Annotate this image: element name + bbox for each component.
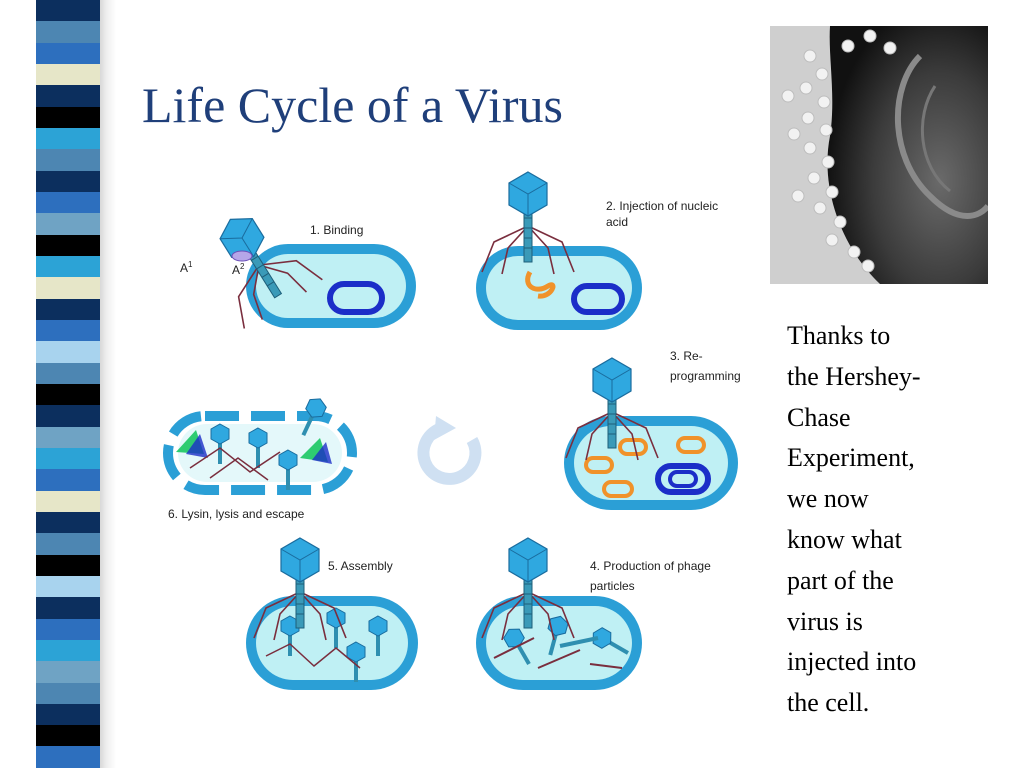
stripe-segment	[36, 618, 100, 640]
stripe-segment	[36, 21, 100, 43]
stripe-segment	[36, 746, 100, 768]
stripe-segment	[36, 725, 100, 747]
caption-line: the cell.	[787, 688, 870, 718]
stripe-segment	[36, 63, 100, 86]
stripe-segment	[36, 127, 100, 150]
stripe-segment	[36, 0, 100, 22]
electron-micrograph-image	[770, 26, 988, 284]
caption-line: part of the	[787, 565, 894, 595]
stripe-segment	[36, 554, 100, 576]
stripe-segment	[36, 447, 100, 470]
stripe-segment	[36, 639, 100, 662]
step1-label: 1. Binding	[310, 223, 363, 237]
stripe-segment	[36, 362, 100, 384]
stripe-segment	[36, 234, 100, 256]
caption-line: injected into	[787, 647, 917, 677]
stripe-segment	[36, 469, 100, 491]
stripe-segment	[36, 213, 100, 235]
stripe-segment	[36, 277, 100, 299]
caption-line: we now	[787, 484, 869, 514]
stripe-segment	[36, 255, 100, 278]
stripe-segment	[36, 490, 100, 512]
step2-label-line2: acid	[606, 215, 628, 229]
stripe-segment	[36, 703, 100, 726]
a2-label: A2	[232, 262, 245, 277]
stripe-segment	[36, 341, 100, 363]
step-binding: 1. Binding A1 A2	[180, 194, 416, 332]
stripe-segment	[36, 106, 100, 128]
a1-label: A1	[180, 260, 193, 275]
stripe-segment	[36, 191, 100, 214]
step6-label: 6. Lysin, lysis and escape	[168, 507, 305, 521]
stripe-segment	[36, 661, 100, 683]
step3-label-line1: 3. Re-	[670, 349, 703, 363]
step-production: 4. Production of phage particles	[476, 537, 711, 690]
circular-arrow-icon	[417, 416, 482, 485]
step-injection: 2. Injection of nucleic acid	[476, 171, 718, 330]
step4-label-line1: 4. Production of phage	[590, 559, 711, 573]
stripe-segment	[36, 319, 100, 342]
stripe-segment	[36, 597, 100, 619]
stripe-segment	[36, 149, 100, 171]
step-lysis: 6. Lysin, lysis and escape	[163, 393, 357, 521]
stripe-segment	[36, 383, 100, 406]
caption-line: the Hershey-	[787, 361, 921, 391]
step4-label-line2: particles	[590, 579, 635, 593]
stripe-segment	[36, 298, 100, 320]
slide-title: Life Cycle of a Virus	[142, 77, 563, 133]
stripe-segment	[36, 170, 100, 192]
side-caption: Thanks to the Hershey- Chase Experiment,…	[787, 316, 987, 724]
step-reprogramming: 3. Re- programming	[564, 349, 741, 510]
step-assembly: 5. Assembly	[246, 537, 418, 690]
step5-label: 5. Assembly	[328, 559, 393, 573]
caption-line: virus is	[787, 606, 863, 636]
stripe-segment	[36, 575, 100, 598]
step2-label-line1: 2. Injection of nucleic	[606, 199, 718, 213]
caption-line: Thanks to	[787, 321, 891, 350]
stripe-shadow	[100, 0, 116, 768]
caption-line: Experiment,	[787, 443, 915, 473]
stripe-segment	[36, 533, 100, 555]
caption-line: Chase	[787, 402, 851, 432]
stripe-segment	[36, 85, 100, 107]
step3-label-line2: programming	[670, 369, 741, 383]
stripe-segment	[36, 426, 100, 448]
stripe-segment	[36, 405, 100, 427]
stripe-segment	[36, 42, 100, 64]
caption-line: know what	[787, 524, 902, 554]
virus-life-cycle-diagram: 1. Binding A1 A2 2. Injection of nucleic…	[163, 171, 741, 690]
stripe-segment	[36, 682, 100, 704]
decorative-stripe-bar	[36, 0, 100, 768]
stripe-segment	[36, 511, 100, 534]
